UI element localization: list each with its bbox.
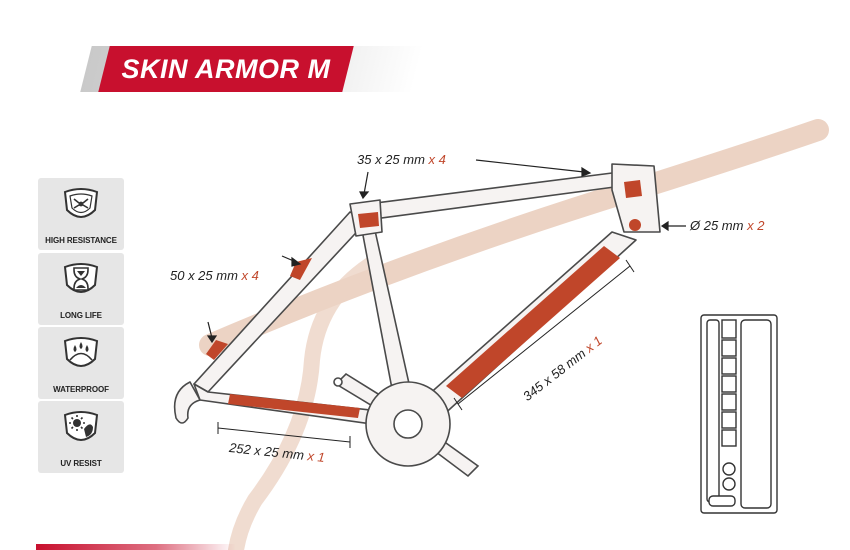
bottom-bracket xyxy=(393,409,423,439)
feature-high-resistance: HIGH RESISTANCE xyxy=(38,178,124,250)
dim-size: 35 x 25 mm xyxy=(357,152,425,167)
sheet-cell xyxy=(721,319,737,339)
arrowhead xyxy=(660,220,669,232)
impact-shield-icon xyxy=(63,188,99,218)
dim-tick xyxy=(625,259,635,273)
patch-round xyxy=(629,219,641,231)
dim-qty: x 2 xyxy=(747,218,765,233)
dim-qty: x 4 xyxy=(428,152,446,167)
feature-label: UV RESIST xyxy=(60,459,102,468)
sheet-cell xyxy=(721,339,737,357)
feature-label: LONG LIFE xyxy=(60,311,102,320)
patch-head-tube xyxy=(624,180,642,198)
feature-long-life: LONG LIFE xyxy=(38,253,124,325)
dim-tick xyxy=(453,397,463,411)
swoosh-upper xyxy=(199,119,829,356)
dim-qty: x 4 xyxy=(241,268,259,283)
sheet-cell xyxy=(721,357,737,375)
arrowhead xyxy=(291,256,302,267)
head-tube xyxy=(611,163,661,233)
dim-label-seat-stay: 50 x 25 mm x 4 xyxy=(170,268,259,283)
sun-icon xyxy=(63,411,99,441)
dim-size: Ø 25 mm xyxy=(690,218,744,233)
sheet-circle xyxy=(722,462,736,476)
feature-waterproof: WATERPROOF xyxy=(38,327,124,399)
arrow-seat-stay-lower xyxy=(207,321,213,339)
sheet-cell xyxy=(721,411,737,429)
dim-label-round: Ø 25 mm x 2 xyxy=(690,218,764,233)
page-title: SKIN ARMOR M xyxy=(121,54,331,84)
patch-seat-stay-lower xyxy=(206,340,228,360)
bottom-accent-bar xyxy=(36,544,236,550)
sheet-cell xyxy=(721,375,737,393)
arrow-top-right xyxy=(475,159,585,173)
sheet-cell xyxy=(708,495,736,507)
water-drops-icon xyxy=(63,337,99,367)
sheet-cell xyxy=(721,429,737,447)
rear-dropout xyxy=(173,381,201,424)
sheet-thin-strip xyxy=(706,319,720,503)
arrow-top-left xyxy=(363,171,369,195)
feature-label: WATERPROOF xyxy=(53,385,109,394)
sheet-circle xyxy=(722,477,736,491)
hourglass-icon xyxy=(63,263,99,293)
dim-qty: x 1 xyxy=(306,448,326,465)
arrowhead xyxy=(359,191,370,200)
sheet-cell xyxy=(721,393,737,411)
feature-label: HIGH RESISTANCE xyxy=(45,236,117,245)
dim-label-top: 35 x 25 mm x 4 xyxy=(357,152,446,167)
dim-line-down-tube xyxy=(457,265,631,405)
feature-uv-resist: UV RESIST xyxy=(38,401,124,473)
arrowhead xyxy=(581,166,592,177)
arrowhead xyxy=(206,335,218,344)
pedal-mount xyxy=(333,377,343,387)
dim-line-chain-stay xyxy=(217,427,351,443)
patch-down-tube xyxy=(446,246,620,398)
patch-seat-cluster xyxy=(358,212,379,228)
patch-chain-stay xyxy=(228,394,360,418)
dim-size: 50 x 25 mm xyxy=(170,268,238,283)
sheet-large-strip xyxy=(740,319,772,509)
